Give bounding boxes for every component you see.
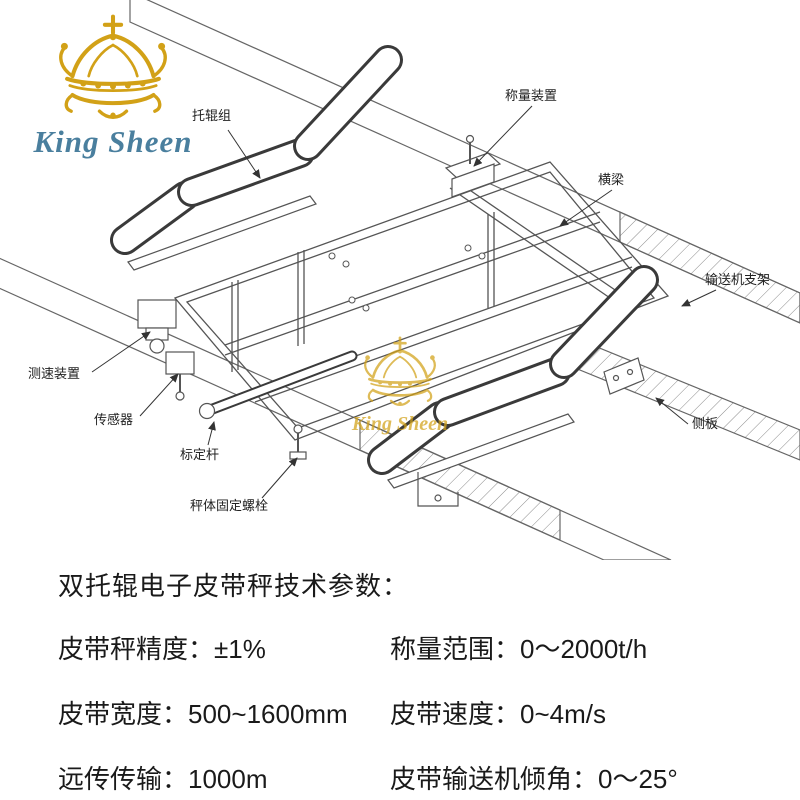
label-fixing-bolt: 秤体固定螺栓 bbox=[190, 498, 269, 513]
label-weighing-device: 称量装置 bbox=[505, 88, 558, 103]
frame-bolts bbox=[328, 244, 486, 312]
conveyor-rail-near bbox=[0, 257, 672, 560]
params-title: 双托辊电子皮带秤技术参数： bbox=[58, 571, 410, 601]
sensor-part bbox=[165, 351, 195, 401]
leader-lines bbox=[91, 105, 717, 499]
label-sensor: 传感器 bbox=[94, 412, 134, 427]
param-row: 远传传输：1000m 皮带输送机倾角：0～25° bbox=[58, 759, 758, 796]
weighing-device-part bbox=[444, 134, 502, 198]
label-cross-beam: 横梁 bbox=[598, 172, 625, 187]
label-idler-group: 托辊组 bbox=[192, 108, 232, 123]
param-row: 皮带宽度：500~1600mm 皮带速度：0~4m/s bbox=[58, 694, 758, 731]
logo: King Sheen bbox=[18, 14, 208, 160]
side-plate-part bbox=[603, 357, 645, 395]
param-accuracy: 皮带秤精度：±1% bbox=[58, 634, 266, 664]
param-belt-width: 皮带宽度：500~1600mm bbox=[58, 699, 348, 729]
idler-set-rear bbox=[110, 45, 403, 271]
logo-crown-icon bbox=[43, 14, 183, 122]
logo-text: King Sheen bbox=[33, 124, 193, 159]
param-belt-speed: 皮带速度：0~4m/s bbox=[390, 699, 606, 729]
speed-device-part bbox=[137, 299, 177, 354]
fixing-bolt-part bbox=[289, 424, 307, 460]
param-transmission: 远传传输：1000m bbox=[58, 764, 268, 794]
calibration-rod-part bbox=[198, 350, 358, 420]
label-calibration-rod: 标定杆 bbox=[180, 447, 220, 462]
diagram: 托辊组 称量装置 横梁 输送机支架 侧板 测速装置 传感器 标定杆 秤体固定螺栓 bbox=[0, 0, 800, 560]
params-section: 双托辊电子皮带秤技术参数： 皮带秤精度：±1% 称量范围：0～2000t/h 皮… bbox=[58, 566, 758, 800]
conveyor-rail-right bbox=[574, 337, 800, 461]
diagram-svg bbox=[0, 0, 800, 560]
label-conveyor-support: 输送机支架 bbox=[705, 272, 771, 287]
label-speed-device: 测速装置 bbox=[28, 366, 81, 381]
mounting-foot bbox=[417, 472, 459, 507]
param-row: 皮带秤精度：±1% 称量范围：0～2000t/h bbox=[58, 629, 758, 666]
param-incline-angle: 皮带输送机倾角：0～25° bbox=[390, 764, 678, 794]
label-side-plate: 侧板 bbox=[692, 416, 719, 431]
idler-set-front bbox=[367, 265, 659, 489]
param-weigh-range: 称量范围：0～2000t/h bbox=[390, 634, 648, 664]
